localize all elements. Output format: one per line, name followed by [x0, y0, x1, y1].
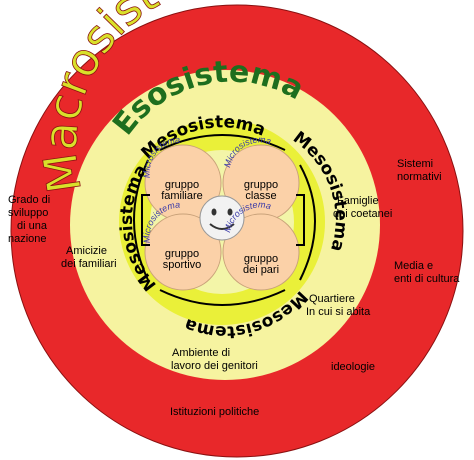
eso-ambiente-line1: Ambiente di: [172, 347, 230, 359]
macro-media-line1: Media e: [394, 260, 433, 272]
microsistema-petal-pari: [222, 213, 300, 291]
micro-familiare-line1: gruppo: [165, 179, 199, 191]
eso-quartiere-line2: In cui si abita: [306, 306, 371, 318]
eso-amicizie-line1: Amicizie: [66, 245, 107, 257]
smiley-face-icon: [199, 195, 245, 241]
microsistema-petal-sportivo: [144, 213, 222, 291]
macro-media-line2: enti di cultura: [394, 273, 460, 285]
eso-ambiente-line2: lavoro dei genitori: [171, 360, 258, 372]
macro-grado-line1: Grado di: [8, 194, 50, 206]
micro-pari-line1: gruppo: [244, 253, 278, 265]
macro-grado-line4: nazione: [8, 233, 47, 245]
eso-famiglie-line1: Famiglie: [337, 195, 379, 207]
micro-classe-line2: classe: [245, 190, 276, 202]
macro-sistemi-line2: normativi: [397, 171, 442, 183]
macro-grado-line2: sviluppo: [8, 207, 48, 219]
micro-pari-line2: dei pari: [243, 264, 279, 276]
mesosistema-links: [133, 134, 316, 306]
micro-sportivo-line2: sportivo: [163, 259, 202, 271]
micro-familiare-line2: familiare: [161, 190, 203, 202]
eso-famiglie-line2: dei coetanei: [333, 208, 392, 220]
micro-sportivo-line1: gruppo: [165, 248, 199, 260]
macro-sistemi-line1: Sistemi: [397, 158, 433, 170]
micro-classe-line1: gruppo: [244, 179, 278, 191]
macro-istituzioni: Istituzioni politiche: [170, 406, 259, 418]
eso-quartiere-line1: Quartiere: [309, 293, 355, 305]
eso-amicizie-line2: dei familiari: [61, 258, 117, 270]
macro-ideologie: ideologie: [331, 361, 375, 373]
macro-grado-line3: di una: [17, 220, 48, 232]
